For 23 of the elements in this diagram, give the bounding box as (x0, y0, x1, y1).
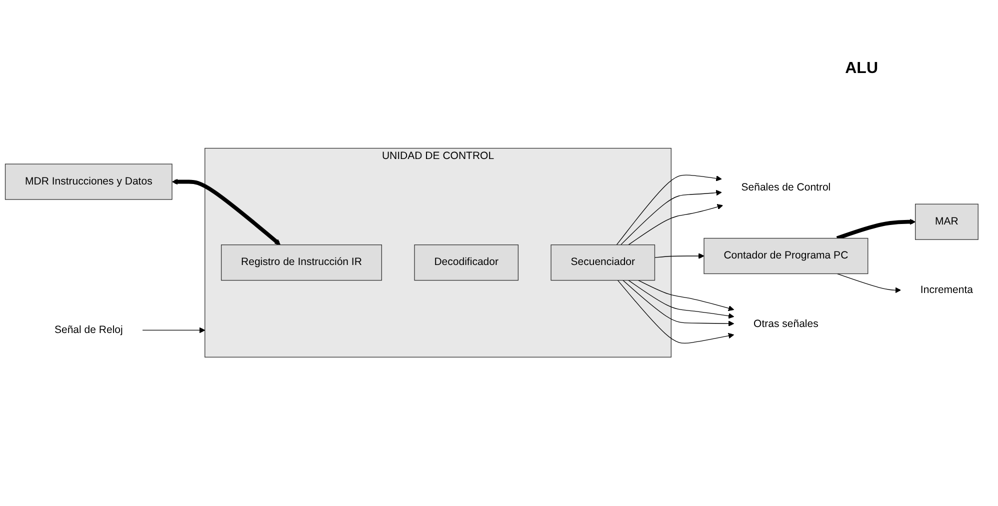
arrow (616, 174, 722, 246)
arrow (622, 280, 734, 327)
arrow (638, 280, 734, 312)
node-box: Contador de Programa PC (704, 238, 868, 274)
arrow (142, 328, 206, 334)
node-text: Otras señales (754, 318, 818, 330)
node-box: Registro de Instrucción IR (220, 244, 382, 281)
arrow (628, 204, 723, 246)
node-text: Señal de Reloj (54, 324, 123, 336)
arrow (617, 280, 734, 344)
node-box: MDR Instrucciones y Datos (4, 164, 172, 200)
node-text: Incrementa (920, 284, 974, 296)
arrow (654, 253, 704, 260)
arrow (836, 219, 916, 240)
arrow (172, 179, 281, 246)
node-box: Secuenciador (550, 244, 656, 281)
node-box: MAR (915, 204, 978, 240)
node-box: Decodificador (414, 244, 519, 281)
arrow (628, 280, 734, 320)
arrow (836, 274, 901, 294)
node-text: Señales de Control (741, 182, 831, 194)
block-label: ALU (845, 60, 878, 78)
arrow (620, 190, 722, 246)
